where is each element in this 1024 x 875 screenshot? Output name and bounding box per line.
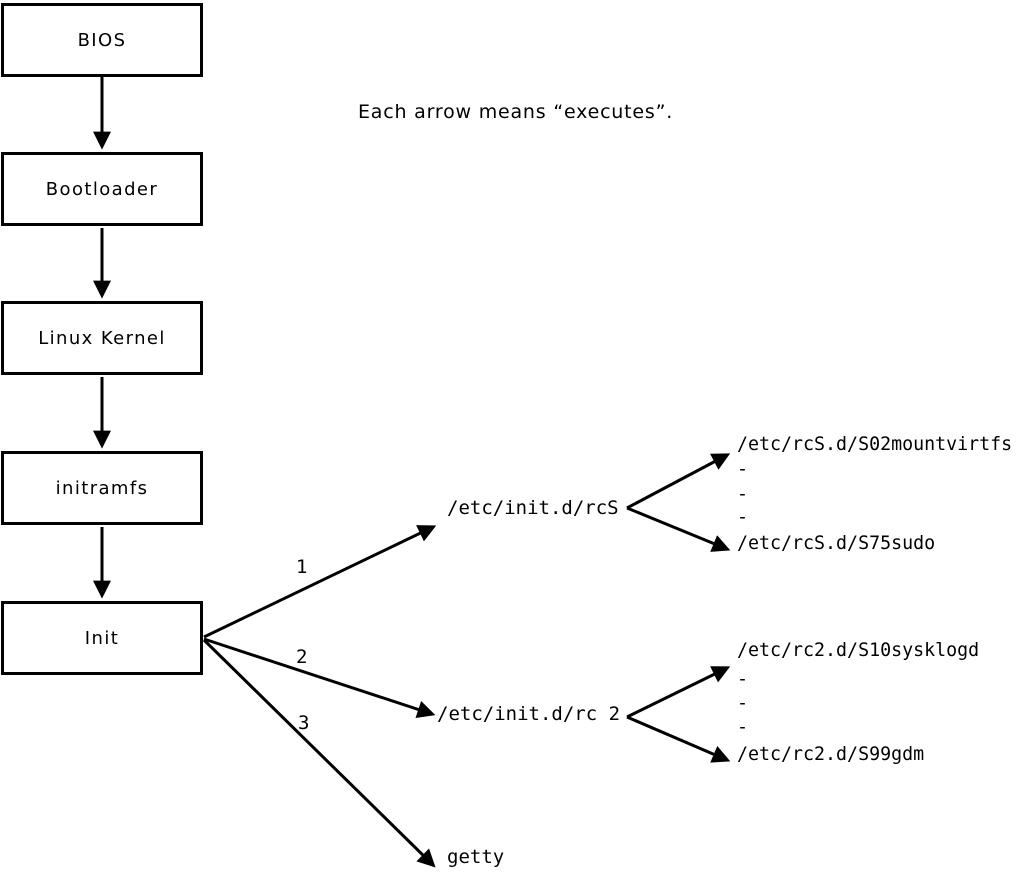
node-linux-kernel: Linux Kernel	[1, 301, 203, 375]
arrow-order-label-1: 1	[296, 556, 308, 578]
node-bootloader-label: Bootloader	[45, 178, 159, 200]
rcs-ellipsis-dash: -	[737, 507, 749, 528]
arrow-init-rc2	[203, 637, 436, 719]
arrow-order-label-3: 3	[298, 712, 310, 734]
node-rc2-script-path: /etc/init.d/rc 2	[437, 703, 621, 725]
arrow-init-rcs	[203, 525, 437, 639]
arrow-order-label-2: 2	[296, 646, 308, 668]
rcs-ellipsis-dash: -	[737, 484, 749, 505]
node-bios: BIOS	[1, 3, 203, 77]
node-rc2-last-script: /etc/rc2.d/S99gdm	[737, 744, 925, 765]
node-bios-label: BIOS	[77, 29, 127, 51]
node-init: Init	[1, 601, 203, 675]
arrow-rc2-last-script	[626, 715, 731, 763]
node-init-label: Init	[84, 627, 120, 649]
node-rcs-first-script: /etc/rcS.d/S02mountvirtfs	[737, 434, 1013, 455]
node-getty: getty	[447, 846, 505, 868]
node-rcs-script-path: /etc/init.d/rcS	[447, 497, 619, 519]
rc2-ellipsis-dash: -	[737, 693, 749, 714]
node-initramfs-label: initramfs	[55, 477, 149, 499]
arrow-rcs-first-script	[626, 453, 731, 510]
node-bootloader: Bootloader	[1, 152, 203, 226]
rcs-ellipsis-dash: -	[737, 459, 749, 480]
rc2-ellipsis-dash: -	[737, 717, 749, 738]
arrow-rc2-first-script	[626, 666, 731, 719]
node-rc2-first-script: /etc/rc2.d/S10sysklogd	[737, 640, 980, 661]
rc2-ellipsis-dash: -	[737, 669, 749, 690]
node-linux-kernel-label: Linux Kernel	[38, 327, 166, 349]
legend-note: Each arrow means “executes”.	[358, 101, 674, 123]
arrow-rcs-last-script	[626, 506, 731, 552]
node-initramfs: initramfs	[1, 451, 203, 525]
node-rcs-last-script: /etc/rcS.d/S75sudo	[737, 533, 936, 554]
arrow-init-getty	[202, 638, 436, 868]
